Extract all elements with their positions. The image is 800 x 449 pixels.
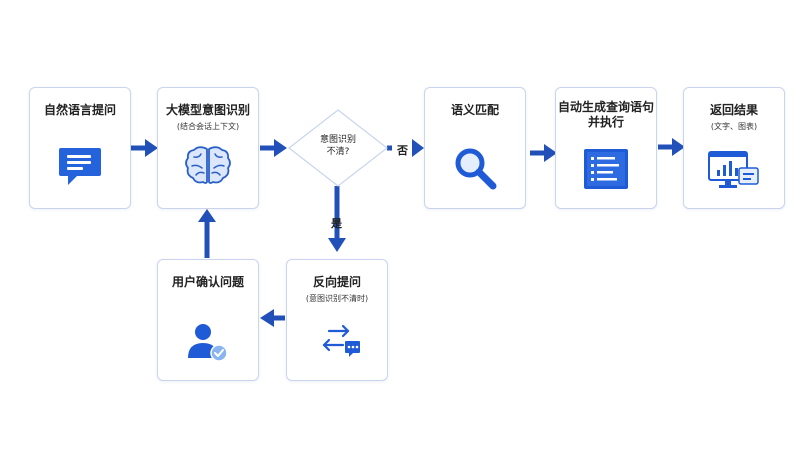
- node-title: 大模型意图识别: [165, 103, 250, 117]
- chat-bubble-icon: [59, 148, 101, 185]
- node-subtitle: (结合会话上下文): [176, 122, 240, 131]
- node-llm-intent-recognition: 大模型意图识别 (结合会话上下文): [157, 87, 259, 209]
- arrow-input-to-intent: [131, 139, 158, 157]
- node-semantic-match: 语义匹配: [424, 87, 526, 209]
- decision-line-1: 意图识别: [319, 135, 356, 145]
- user-check-icon: [188, 324, 228, 362]
- monitor-chart-icon: [708, 151, 759, 188]
- node-title: 反向提问: [312, 275, 361, 289]
- node-title: 用户确认问题: [171, 275, 244, 289]
- node-title: 语义匹配: [450, 103, 499, 117]
- arrow-clarify-to-confirm: [260, 309, 285, 327]
- node-title: 返回结果: [709, 103, 758, 117]
- arrow-intent-to-decision: [260, 139, 287, 157]
- node-title-line-2: 并执行: [587, 115, 624, 129]
- decision-text: 意图识别 不清?: [288, 134, 388, 158]
- exchange-chat-icon: [322, 324, 360, 357]
- node-title-line-1: 自动生成查询语句: [557, 100, 654, 114]
- arrow-confirm-to-intent: [198, 209, 216, 258]
- edge-label-yes: 是: [331, 217, 342, 230]
- node-return-result: 返回结果 (文字、图表): [683, 87, 785, 209]
- decision-diamond: [288, 109, 388, 187]
- node-user-confirm: 用户确认问题: [157, 259, 259, 381]
- decision-line-2: 不清?: [326, 147, 350, 157]
- node-reverse-question: 反向提问 (意图识别不清时): [286, 259, 388, 381]
- node-auto-generate-query: 自动生成查询语句 并执行: [555, 87, 657, 209]
- arrow-decision-to-clarify: [328, 186, 346, 252]
- node-natural-language-question: 自然语言提问: [29, 87, 131, 209]
- arrow-match-to-generate: [530, 144, 557, 162]
- brain-icon: [185, 146, 231, 184]
- document-list-icon: [584, 149, 628, 189]
- node-subtitle: (文字、图表): [710, 122, 758, 131]
- arrow-generate-to-result: [658, 138, 685, 156]
- node-title: 自然语言提问: [43, 103, 116, 117]
- edge-label-no: 否: [397, 144, 408, 157]
- magnifier-icon: [455, 148, 497, 190]
- node-subtitle: (意图识别不清时): [305, 294, 369, 303]
